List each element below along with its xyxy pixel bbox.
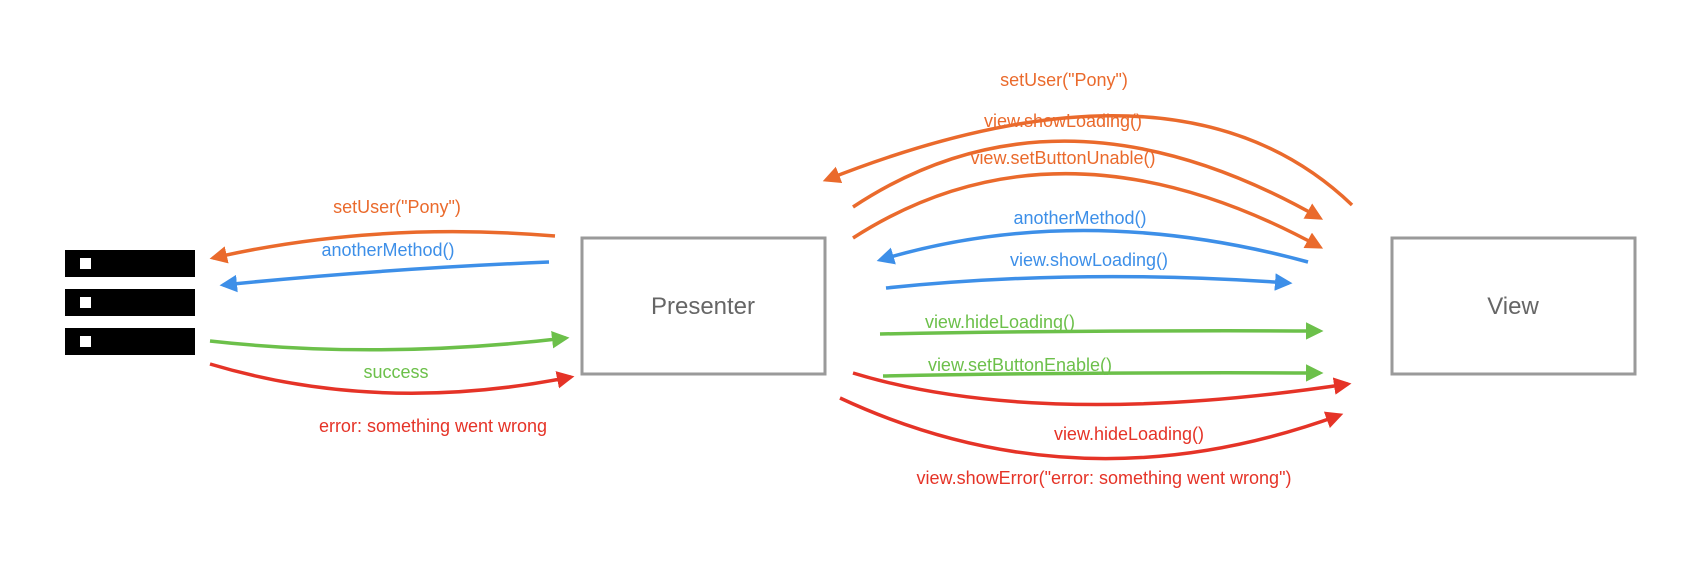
right-showerror-arrow xyxy=(839,396,1344,461)
left-anothermethod-arrow xyxy=(219,260,550,293)
presenter-label: Presenter xyxy=(651,293,755,320)
right-setbuttonunable-label: view.setButtonUnable() xyxy=(970,148,1155,168)
left-setuser-label: setUser("Pony") xyxy=(333,197,461,217)
presenter-node: Presenter xyxy=(580,236,827,376)
right-hideloading-label: view.hideLoading() xyxy=(925,312,1075,332)
right-anothermethod-arrow xyxy=(876,228,1309,265)
right-setuser-arrow xyxy=(822,114,1354,207)
right-showloading-blue-arrow xyxy=(885,273,1293,291)
server-stack-icon xyxy=(65,250,195,355)
view-node: View xyxy=(1390,236,1637,376)
right-setbuttonenable-arrow xyxy=(882,364,1324,382)
right-setuser-label: setUser("Pony") xyxy=(1000,70,1128,90)
left-error-label: error: something went wrong xyxy=(319,416,547,436)
left-setuser-arrow xyxy=(209,229,556,264)
right-hideloading-red-arrow xyxy=(852,371,1352,407)
right-setbuttonunable-arrow xyxy=(852,171,1324,249)
right-setbuttonenable-label: view.setButtonEnable() xyxy=(928,355,1112,375)
right-showloading-blue-label: view.showLoading() xyxy=(1010,250,1168,270)
right-hideloading-red-label: view.hideLoading() xyxy=(1054,424,1204,444)
right-showloading-arrow xyxy=(852,139,1324,220)
right-hideloading-arrow xyxy=(879,322,1324,340)
left-success-label: success xyxy=(363,362,428,382)
right-showerror-label: view.showError("error: something went wr… xyxy=(917,468,1292,488)
view-label: View xyxy=(1487,293,1539,320)
right-anothermethod-label: anotherMethod() xyxy=(1013,208,1146,228)
left-error-arrow xyxy=(209,362,575,395)
left-anothermethod-label: anotherMethod() xyxy=(321,240,454,260)
left-success-arrow xyxy=(209,330,570,352)
right-showloading-label: view.showLoading() xyxy=(984,111,1142,131)
